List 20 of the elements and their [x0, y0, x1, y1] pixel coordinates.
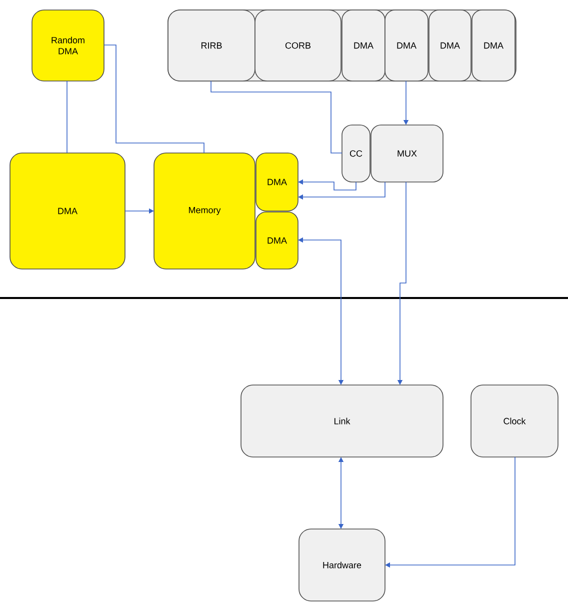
- memory-block: DMA: [256, 152, 298, 212]
- process-box: RIRB: [168, 10, 256, 82]
- process-box: MUX: [370, 124, 444, 182]
- connector-line: [66, 80, 68, 154]
- process-box: DMA: [472, 10, 516, 82]
- process-box: Link: [240, 384, 444, 458]
- memory-block: DMA: [10, 152, 126, 270]
- process-box: DMA: [384, 10, 428, 82]
- connector-line: [210, 80, 342, 154]
- process-box: Clock: [470, 384, 558, 458]
- memory-block: Memory: [154, 152, 256, 270]
- memory-block: DMA: [256, 212, 298, 270]
- memory-block: Random DMA: [32, 10, 104, 82]
- process-box: Hardware: [298, 528, 386, 602]
- arrow: [385, 456, 516, 568]
- process-box: CORB: [254, 10, 342, 82]
- process-box: DMA: [428, 10, 472, 82]
- process-box: CC: [342, 124, 370, 182]
- process-box: DMA: [342, 10, 386, 82]
- connector-line: [104, 44, 204, 154]
